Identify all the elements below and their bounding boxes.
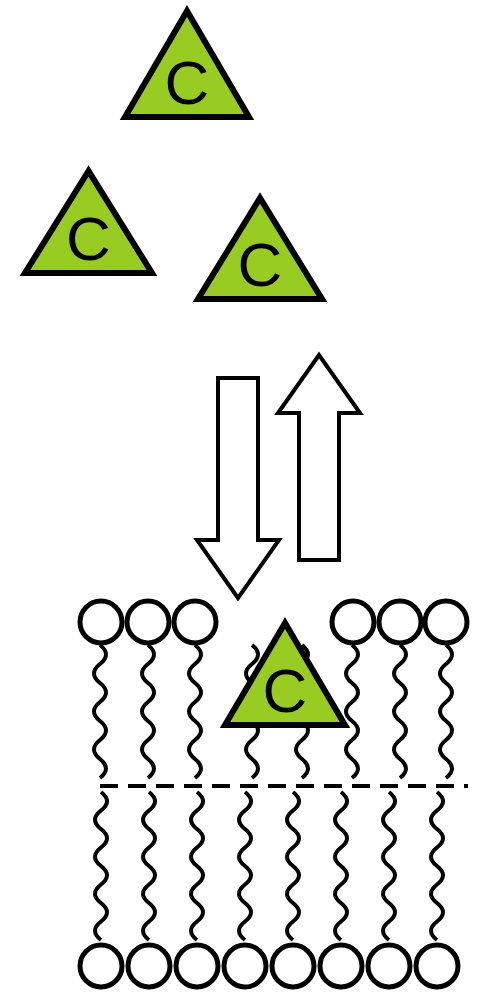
molecule-triangle: C (22, 168, 155, 276)
molecule-triangle: C (195, 195, 325, 302)
equilibrium-arrow (278, 355, 360, 560)
molecule-label: C (122, 52, 252, 114)
lower-tails (95, 792, 443, 940)
molecule-label: C (222, 660, 348, 722)
upper-tails (94, 645, 452, 778)
molecule-label: C (22, 208, 155, 270)
molecule-triangle: C (122, 8, 252, 120)
equilibrium-arrow (197, 378, 279, 598)
midplane-line (100, 784, 468, 788)
molecule-label: C (195, 234, 325, 296)
molecule-triangle: C (222, 620, 348, 728)
head-groups (80, 601, 467, 987)
